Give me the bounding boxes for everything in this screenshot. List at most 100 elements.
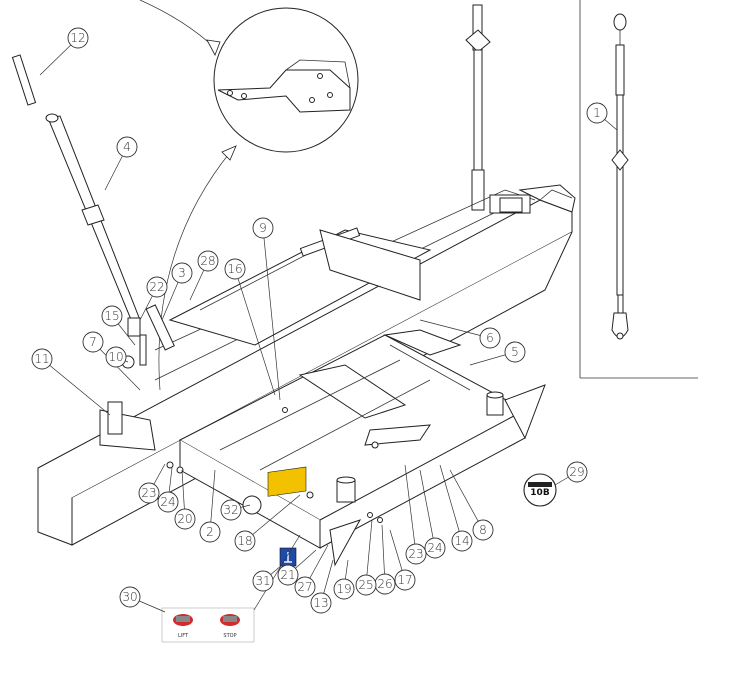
torque-decal-text: 10B xyxy=(530,488,550,498)
callout-circle xyxy=(67,27,89,49)
callout-circle xyxy=(252,217,274,239)
callout-label: 6 xyxy=(486,331,494,345)
callout-24: 24 xyxy=(424,537,446,559)
callout-3: 3 xyxy=(171,262,193,284)
top-link-handle xyxy=(11,54,141,337)
callout-circle xyxy=(405,543,427,565)
callout-11: 11 xyxy=(31,348,53,370)
callout-label: 30 xyxy=(122,590,137,604)
callout-22: 22 xyxy=(146,276,168,298)
callout-label: 20 xyxy=(177,512,192,526)
callout-circle xyxy=(424,537,446,559)
lift-sticker-text-1: LIFT xyxy=(178,633,189,639)
callout-6: 6 xyxy=(479,327,501,349)
callout-circle xyxy=(220,499,242,521)
callout-label: 17 xyxy=(397,573,412,587)
callout-30: 30 xyxy=(119,586,141,608)
callout-12: 12 xyxy=(67,27,89,49)
callout-4: 4 xyxy=(116,136,138,158)
callout-circle xyxy=(31,348,53,370)
callout-label: 25 xyxy=(358,578,373,592)
callout-circle xyxy=(566,461,588,483)
callout-label: 22 xyxy=(149,280,164,294)
callout-circle xyxy=(82,331,104,353)
callout-29: 29 xyxy=(566,461,588,483)
callout-label: 24 xyxy=(160,495,175,509)
callout-label: 28 xyxy=(200,254,215,268)
callout-circle xyxy=(119,586,141,608)
callout-circle xyxy=(451,530,473,552)
callout-leader-11 xyxy=(41,358,111,416)
callout-leader-24 xyxy=(419,469,436,549)
callout-label: 31 xyxy=(255,574,270,588)
callout-leader-23 xyxy=(404,464,417,555)
callout-leader-16 xyxy=(234,268,276,396)
callout-28: 28 xyxy=(197,250,219,272)
callout-circle xyxy=(174,508,196,530)
callout-21: 21 xyxy=(277,564,299,586)
callout-circle xyxy=(277,564,299,586)
callout-7: 7 xyxy=(82,331,104,353)
callout-14: 14 xyxy=(451,530,473,552)
callout-20: 20 xyxy=(174,508,196,530)
callout-5: 5 xyxy=(504,341,526,363)
callout-label: 9 xyxy=(259,221,267,235)
callout-circle xyxy=(586,102,608,124)
bracket-detail-circle xyxy=(139,0,359,391)
callout-label: 23 xyxy=(408,547,423,561)
yellow-warning-decal xyxy=(267,466,307,497)
callout-2: 2 xyxy=(199,521,221,543)
callout-circle xyxy=(234,530,256,552)
callout-label: 2 xyxy=(206,525,214,539)
callout-label: 32 xyxy=(223,503,238,517)
callout-label: 23 xyxy=(141,486,156,500)
callout-15: 15 xyxy=(101,305,123,327)
callout-26: 26 xyxy=(374,573,396,595)
callout-17: 17 xyxy=(394,569,416,591)
callout-label: 26 xyxy=(377,577,392,591)
callout-10: 10 xyxy=(105,346,127,368)
callout-label: 29 xyxy=(569,465,584,479)
callout-9: 9 xyxy=(252,217,274,239)
callout-label: 12 xyxy=(70,31,85,45)
callout-circle xyxy=(146,276,168,298)
callout-label: 15 xyxy=(104,309,119,323)
upper-cross-frame xyxy=(168,227,432,346)
callout-circle xyxy=(224,258,246,280)
callout-label: 8 xyxy=(479,523,487,537)
callout-leader-18 xyxy=(244,494,301,542)
lift-sticker-text-2: STOP xyxy=(223,633,236,639)
callout-circle xyxy=(138,482,160,504)
callout-leader-14 xyxy=(439,464,463,542)
lift-sticker-decal-30: LIFT STOP xyxy=(161,534,301,643)
hardware-bolts xyxy=(121,304,383,523)
end-plates xyxy=(99,384,546,567)
callout-label: 21 xyxy=(280,568,295,582)
callout-label: 4 xyxy=(123,140,131,154)
callout-31: 31 xyxy=(252,570,274,592)
callout-18: 18 xyxy=(234,530,256,552)
callout-circle xyxy=(504,341,526,363)
gear-spindles xyxy=(242,391,504,515)
callout-label: 10 xyxy=(108,350,123,364)
callout-leader-6 xyxy=(419,319,491,339)
callout-circle xyxy=(355,574,377,596)
callout-circle xyxy=(197,250,219,272)
callout-label: 14 xyxy=(454,534,469,548)
inset-panel-border xyxy=(579,0,698,379)
callout-circle xyxy=(105,346,127,368)
callout-19: 19 xyxy=(333,578,355,600)
callout-leader-9 xyxy=(262,227,281,401)
callout-circle xyxy=(294,576,316,598)
torque-decal-29: 10B xyxy=(523,473,557,507)
callout-label: 13 xyxy=(313,596,328,610)
callout-circle xyxy=(199,521,221,543)
callout-label: 1 xyxy=(593,106,601,120)
callout-25: 25 xyxy=(355,574,377,596)
lift-link-rod-inset xyxy=(611,13,629,340)
callout-leader-25 xyxy=(365,519,373,586)
callout-numbers: 1243281692215107116512981424231726251913… xyxy=(31,27,608,614)
callout-circle xyxy=(157,491,179,513)
callout-circle xyxy=(252,570,274,592)
